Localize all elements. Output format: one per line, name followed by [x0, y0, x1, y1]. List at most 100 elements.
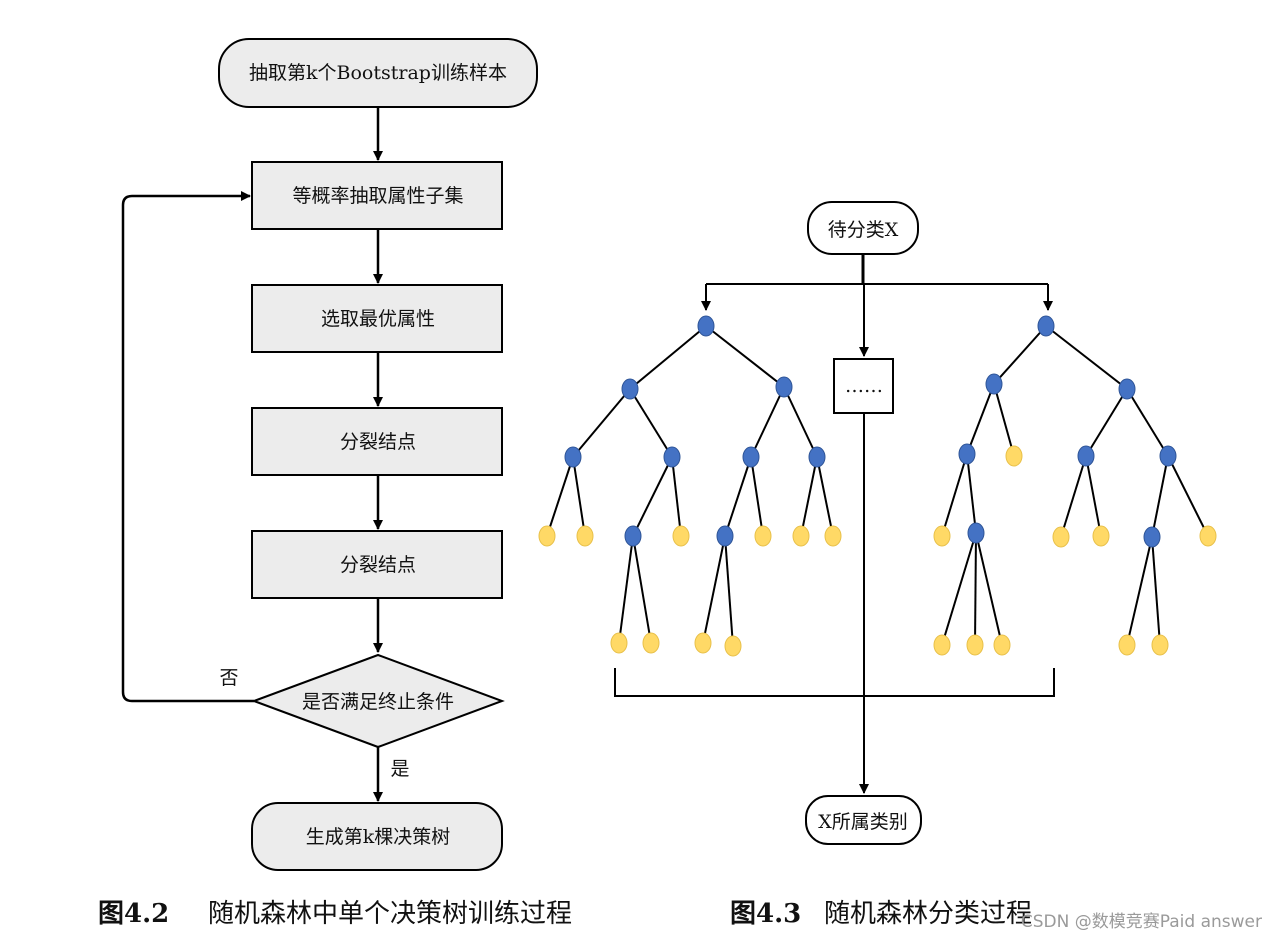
forest-collect-bracket: [614, 668, 1055, 697]
flow-step-split-node-2-label: 分裂结点: [340, 554, 416, 576]
tree-edge: [941, 453, 968, 537]
tree-edge: [632, 456, 673, 537]
tree-leaf-node: [1092, 525, 1110, 547]
tree-edge: [1151, 536, 1161, 646]
tree-edge: [705, 325, 785, 388]
forest-output-label: X所属类别: [818, 811, 908, 833]
tree-edge: [724, 535, 734, 647]
figure-4-2-number: 图4.2: [98, 899, 169, 929]
tree-edge: [1045, 325, 1128, 390]
flow-end-label: 生成第k棵决策树: [306, 826, 451, 848]
tree-edge: [629, 325, 707, 390]
tree-edge: [974, 532, 977, 646]
tree-edge: [966, 383, 995, 455]
tree-internal-node: [967, 522, 985, 544]
tree-edge: [1085, 455, 1102, 537]
tree-internal-node: [624, 525, 642, 547]
tree-edge: [750, 456, 764, 537]
tree-leaf-node: [754, 525, 772, 547]
tree-edge: [783, 386, 818, 458]
tree-internal-node: [808, 446, 826, 468]
tree-internal-node: [985, 373, 1003, 395]
tree-leaf-node: [694, 632, 712, 654]
tree-leaf-node: [824, 525, 842, 547]
forest-diagram: 待分类X …… X所属类别: [538, 201, 1217, 845]
figure-4-3-number: 图4.3: [730, 899, 801, 929]
tree-leaf-node: [538, 525, 556, 547]
tree-edge: [816, 456, 834, 537]
tree-leaf-node: [933, 525, 951, 547]
tree-edge: [750, 386, 785, 458]
figure-4-3-title: 随机森林分类过程: [824, 899, 1032, 929]
forest-input-label: 待分类X: [828, 219, 899, 241]
tree-edge: [629, 388, 673, 458]
tree-edge: [993, 383, 1015, 457]
forest-ellipsis-box: [833, 358, 894, 414]
tree-leaf-node: [610, 632, 628, 654]
tree-internal-node: [1143, 526, 1161, 548]
tree-leaf-node: [576, 525, 594, 547]
tree-edge: [800, 456, 818, 537]
tree-edge: [1126, 388, 1169, 457]
flow-start-label: 抽取第k个Bootstrap训练样本: [249, 62, 507, 84]
forest-ellipsis-label: ……: [845, 375, 883, 397]
flowchart: 抽取第k个Bootstrap训练样本 等概率抽取属性子集 选取最优属性 分裂结点…: [121, 38, 538, 871]
tree-leaf-node: [966, 634, 984, 656]
tree-edges: [546, 325, 1209, 647]
tree-edge: [572, 456, 586, 537]
tree-edge: [618, 535, 634, 644]
flow-yes-label: 是: [390, 758, 409, 780]
tree-edge: [966, 453, 977, 534]
tree-edge: [1085, 388, 1128, 457]
tree-leaf-node: [1199, 525, 1217, 547]
tree-internal-node: [742, 446, 760, 468]
tree-leaf-node: [642, 632, 660, 654]
tree-internal-node: [564, 446, 582, 468]
tree-internal-node: [663, 446, 681, 468]
tree-edge: [1060, 455, 1087, 538]
flow-no-label: 否: [219, 667, 238, 689]
flow-step-split-node-1-label: 分裂结点: [340, 431, 416, 453]
flow-end-node: [251, 802, 503, 871]
tree-edge: [1151, 455, 1169, 538]
tree-edge: [632, 535, 652, 644]
tree-internal-node: [621, 378, 639, 400]
tree-edge: [1126, 536, 1153, 646]
tree-edge: [724, 456, 752, 537]
tree-leaf-node: [1005, 445, 1023, 467]
flow-step-attribute-subset: [251, 161, 503, 230]
tree-leaf-node: [724, 635, 742, 657]
tree-edge: [546, 456, 574, 537]
flow-loop-back-arrow: [121, 191, 254, 703]
tree-edge: [702, 535, 726, 644]
tree-leaf-node: [1118, 634, 1136, 656]
watermark: CSDN @数模竞赛Paid answer: [1021, 911, 1262, 932]
tree-internal-node: [958, 443, 976, 465]
tree-internal-node: [1159, 445, 1177, 467]
tree-nodes: [538, 315, 1217, 657]
tree-internal-node: [775, 376, 793, 398]
tree-leaf-node: [1052, 526, 1070, 548]
tree-internal-node: [1037, 315, 1055, 337]
tree-internal-node: [1118, 378, 1136, 400]
tree-internal-node: [697, 315, 715, 337]
tree-leaf-node: [792, 525, 810, 547]
flow-step-best-attribute-label: 选取最优属性: [321, 308, 435, 330]
tree-leaf-node: [993, 634, 1011, 656]
tree-leaf-node: [1151, 634, 1169, 656]
tree-edge: [941, 532, 977, 646]
tree-edge: [993, 325, 1047, 385]
tree-leaf-node: [933, 634, 951, 656]
flow-step-split-node-2: [251, 530, 503, 599]
flow-step-attribute-subset-label: 等概率抽取属性子集: [292, 185, 463, 207]
tree-internal-node: [716, 525, 734, 547]
forest-output-node: [805, 795, 922, 845]
tree-edge: [671, 456, 682, 537]
tree-edge: [572, 388, 631, 458]
tree-leaf-node: [672, 525, 690, 547]
flow-decision-label: 是否满足终止条件: [302, 691, 454, 713]
tree-internal-node: [1077, 445, 1095, 467]
tree-edge: [1167, 455, 1209, 537]
figure-4-2-title: 随机森林中单个决策树训练过程: [208, 899, 572, 929]
